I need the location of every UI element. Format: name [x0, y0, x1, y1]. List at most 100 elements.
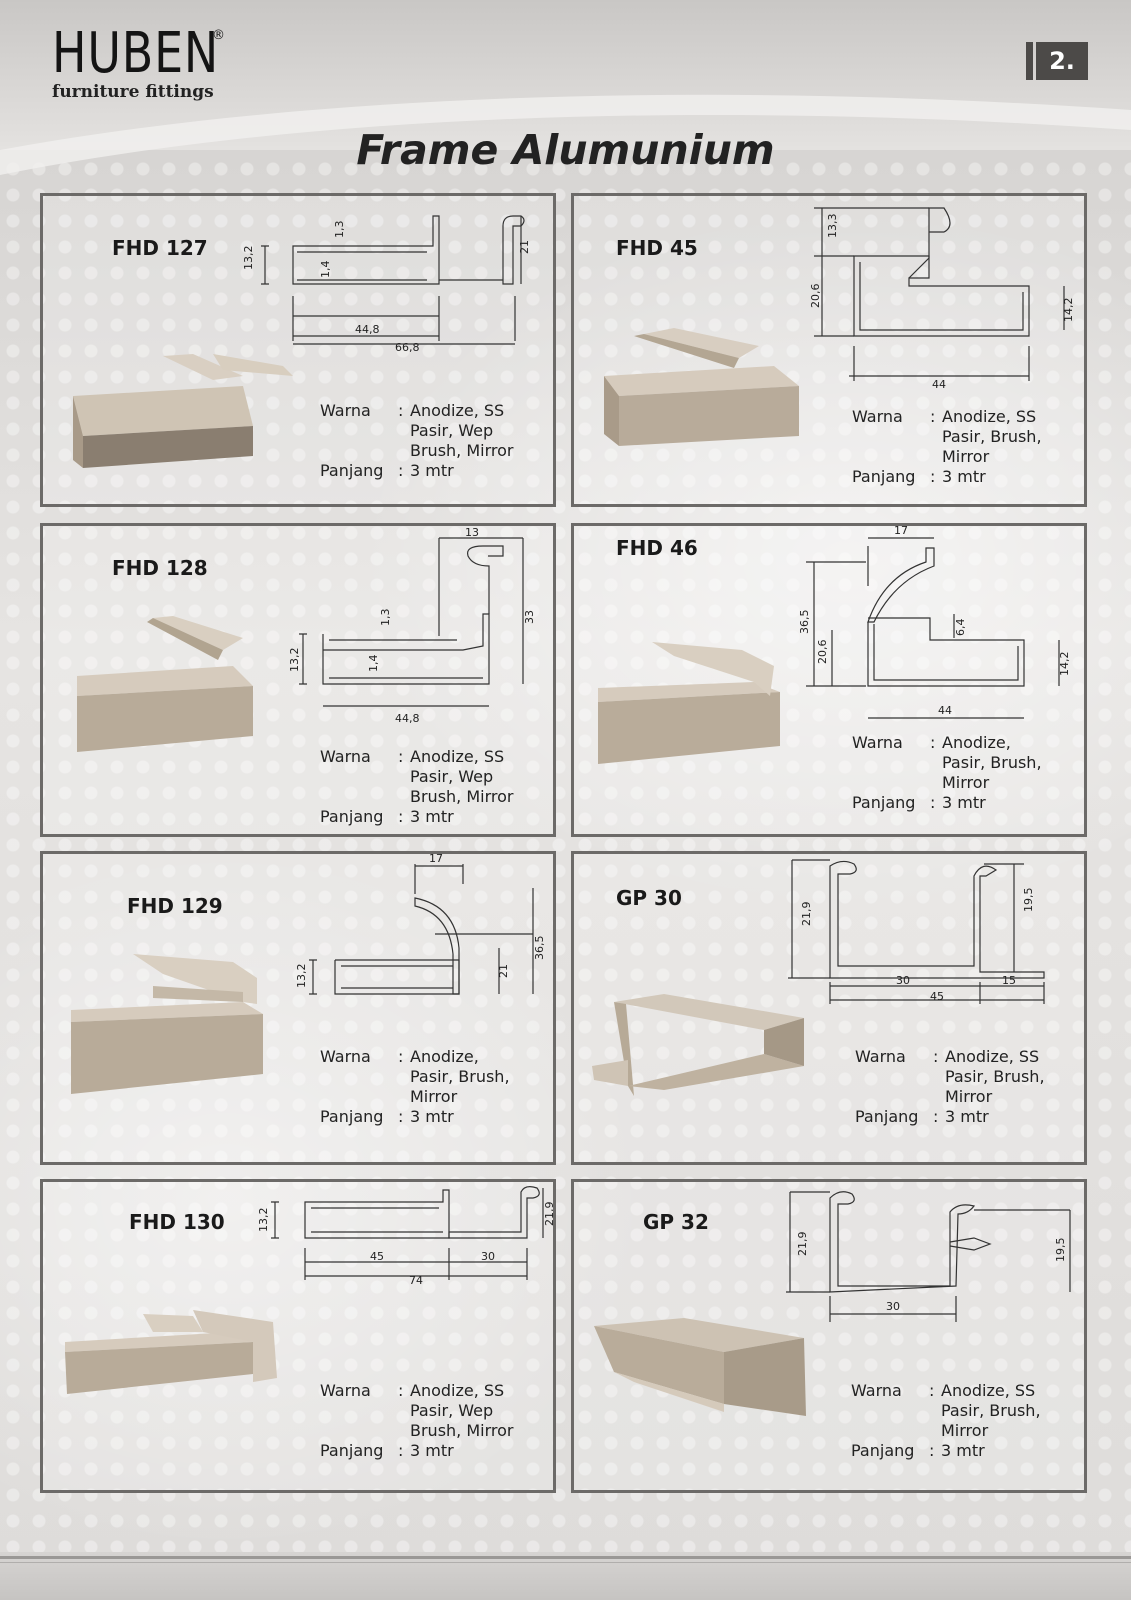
warna-value: Pasir, Brush, [945, 1067, 1045, 1086]
footer-band [0, 1552, 1131, 1600]
dim-width-1: 45 [370, 1250, 384, 1263]
warna-value: Anodize, SS [945, 1047, 1040, 1066]
page-number-badge: 2. [1026, 42, 1088, 80]
technical-drawing: 13,3 20,6 14,2 44 [604, 207, 1075, 446]
colon: : [930, 793, 936, 812]
colon: : [933, 1107, 939, 1126]
product-panel-fhd-130: FHD 130 13,2 21,9 45 30 74 Warna: Anodiz… [40, 1179, 556, 1493]
dim-height-1: 13,2 [257, 1208, 270, 1233]
product-photo [592, 994, 804, 1096]
dim-width-1: 44,8 [355, 323, 380, 336]
dim-width-3: 45 [930, 990, 944, 1003]
colon: : [398, 1107, 404, 1126]
colon: : [398, 461, 404, 480]
logo-wordmark: HUBEN [52, 21, 220, 86]
dim-height-3: 14,2 [1062, 298, 1075, 323]
panjang-label: Panjang [320, 461, 384, 480]
warna-value: Anodize, SS [410, 401, 505, 420]
product-code: FHD 127 [112, 236, 208, 260]
dim-height-2: 19,5 [1022, 888, 1035, 913]
panjang-value: 3 mtr [942, 793, 986, 812]
logo-tagline: furniture fittings [52, 82, 214, 102]
technical-drawing: 17 36,5 13,2 21 [71, 854, 546, 1094]
warna-label: Warna [320, 747, 371, 766]
dim-height-1: 36,5 [533, 936, 546, 961]
product-specs: Warna: Anodize,Pasir, Brush,Mirror Panja… [320, 1047, 510, 1127]
dim-height-2: 19,5 [1054, 1238, 1067, 1263]
panjang-label: Panjang [320, 807, 384, 826]
colon: : [930, 407, 936, 426]
panjang-label: Panjang [320, 1107, 384, 1126]
registered-mark: ® [212, 28, 225, 43]
panjang-value: 3 mtr [410, 1441, 454, 1460]
dim-width-3: 74 [409, 1274, 423, 1287]
panjang-value: 3 mtr [410, 807, 454, 826]
dim-height-1: 13,2 [242, 246, 255, 271]
product-code: FHD 130 [129, 1210, 225, 1234]
product-code: GP 30 [616, 886, 682, 910]
technical-drawing: 13,2 1,3 1,4 21 44,8 66,8 [73, 215, 531, 468]
colon: : [929, 1441, 935, 1460]
warna-value: Anodize, SS [941, 1381, 1036, 1400]
warna-value: Anodize, SS [410, 747, 505, 766]
product-code: FHD 45 [616, 236, 698, 260]
panjang-value: 3 mtr [941, 1441, 985, 1460]
dim-thickness-2: 1,4 [319, 261, 332, 279]
dim-width-1: 30 [896, 974, 910, 987]
technical-drawing: 13,2 21,9 45 30 74 [65, 1186, 553, 1394]
panjang-label: Panjang [851, 1441, 915, 1460]
warna-value: Mirror [410, 1087, 458, 1106]
page-number-bar [1026, 42, 1033, 80]
warna-label: Warna [320, 401, 371, 420]
panjang-value: 3 mtr [942, 467, 986, 486]
dim-height-2: 20,6 [816, 640, 829, 665]
dim-height-1: 36,5 [798, 610, 811, 635]
warna-value: Pasir, Brush, [942, 427, 1042, 446]
panjang-label: Panjang [320, 1441, 384, 1460]
product-panel-fhd-45: FHD 45 13,3 20,6 14,2 44 Warna: Anodize,… [571, 193, 1087, 507]
warna-value: Mirror [942, 773, 990, 792]
dim-thickness-1: 1,3 [333, 221, 346, 239]
panjang-label: Panjang [852, 793, 916, 812]
product-code: FHD 129 [127, 894, 223, 918]
technical-drawing: 13 1,3 33 13,2 1,4 44,8 [77, 526, 536, 752]
dim-width-top: 13 [465, 526, 479, 539]
dim-width: 44,8 [395, 712, 420, 725]
product-panel-fhd-128: FHD 128 13 1,3 33 13,2 1,4 44,8 Warna: A… [40, 523, 556, 837]
warna-label: Warna [851, 1381, 902, 1400]
warna-value: Mirror [941, 1421, 989, 1440]
colon: : [398, 1381, 404, 1400]
dim-height-2: 13,2 [295, 964, 308, 989]
dim-height-1: 21,9 [796, 1232, 809, 1257]
warna-value: Anodize, [942, 733, 1011, 752]
brand-logo: HUBEN ® furniture fittings [52, 21, 256, 103]
dim-height-2: 20,6 [809, 284, 822, 309]
panjang-label: Panjang [855, 1107, 919, 1126]
dim-width: 44 [938, 704, 952, 717]
warna-value: Pasir, Brush, [410, 1067, 510, 1086]
colon: : [929, 1381, 935, 1400]
dim-thickness-2: 1,4 [367, 655, 380, 673]
warna-value: Pasir, Brush, [942, 753, 1042, 772]
dim-width-top: 17 [429, 854, 443, 865]
panjang-value: 3 mtr [945, 1107, 989, 1126]
panjang-value: 3 mtr [410, 1107, 454, 1126]
warna-value: Pasir, Wep [410, 1401, 494, 1420]
product-photo [598, 642, 780, 764]
warna-value: Pasir, Brush, [941, 1401, 1041, 1420]
colon: : [398, 747, 404, 766]
dim-height-1: 21,9 [800, 902, 813, 927]
warna-label: Warna [852, 407, 903, 426]
dim-width: 30 [886, 1300, 900, 1313]
warna-value: Brush, Mirror [410, 787, 514, 806]
footer-line [0, 1562, 1131, 1563]
dim-height-2: 21 [518, 240, 531, 254]
dim-width-2: 66,8 [395, 341, 420, 354]
dim-height-3: 21 [497, 964, 510, 978]
technical-drawing: 21,9 19,5 30 [594, 1191, 1071, 1416]
dim-width-top: 17 [894, 526, 908, 537]
